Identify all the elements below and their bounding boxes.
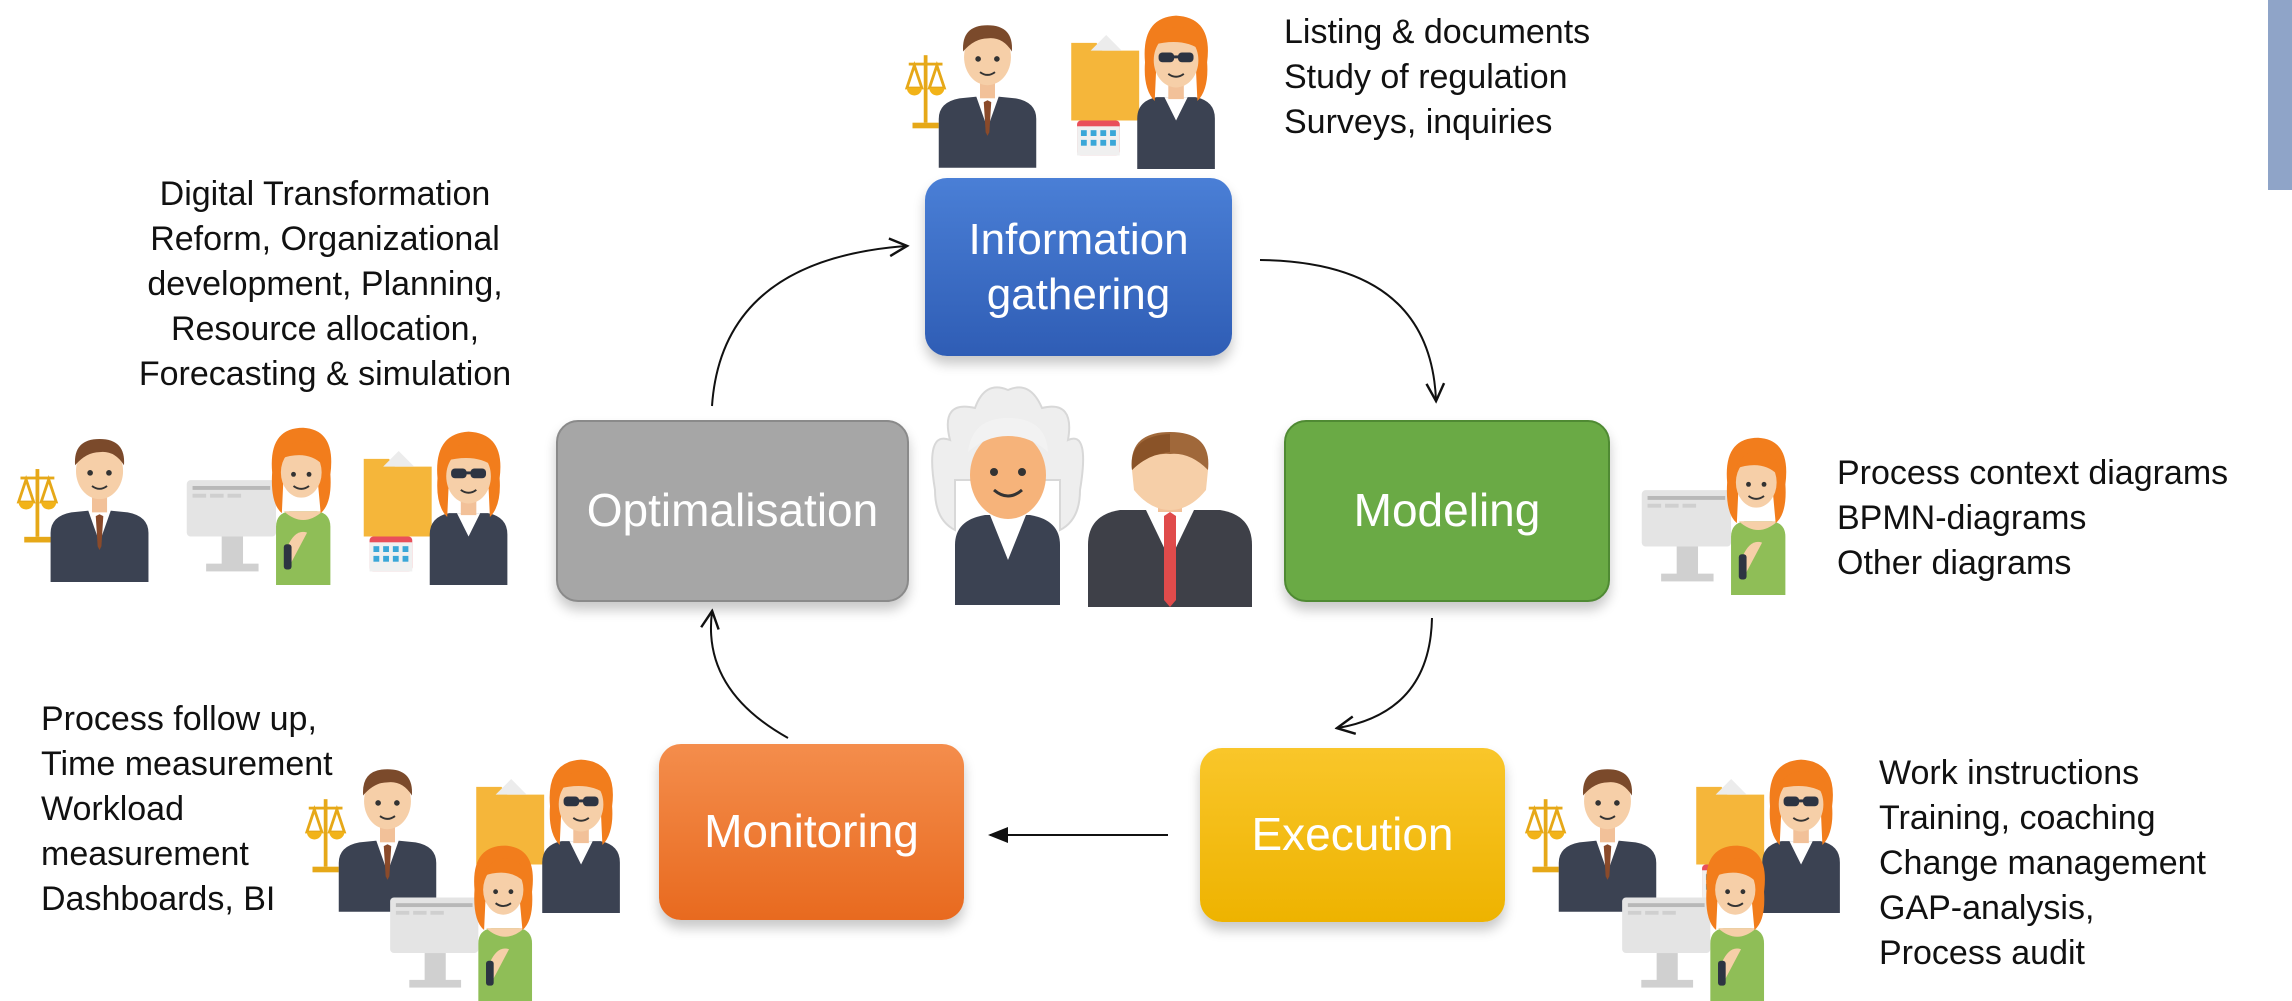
activity-item: Dashboards, BI (41, 880, 276, 918)
activity-item: Process follow up, (41, 700, 317, 738)
activity-item: measurement (41, 835, 249, 873)
activity-item: BPMN-diagrams (1837, 499, 2087, 537)
node-optimalisation[interactable]: Optimalisation (556, 420, 909, 602)
information-gathering-activities: Listing & documents Study of regulation … (1284, 10, 1590, 145)
activity-item: Reform, Organizational (150, 220, 500, 258)
optimalisation-activities: Digital Transformation Reform, Organizat… (110, 172, 540, 397)
execution-activities: Work instructions Training, coaching Cha… (1879, 751, 2206, 976)
arrow-optimalisation-to-gathering (711, 246, 906, 407)
activity-item: Time measurement (41, 745, 333, 783)
businessman-icon (1088, 432, 1252, 607)
activity-item: Digital Transformation (159, 175, 491, 213)
activity-item: Change management (1879, 844, 2207, 882)
node-modeling[interactable]: Modeling (1284, 420, 1610, 602)
activity-item: Resource allocation, (170, 310, 480, 348)
activity-item: GAP-analysis, (1879, 889, 2095, 927)
slide-accent-bar (2268, 0, 2292, 190)
arrow-gathering-to-modeling (1259, 259, 1436, 400)
activity-item: Process context diagrams (1837, 454, 2229, 492)
arrow-modeling-to-execution (1338, 617, 1433, 728)
activity-item: Work instructions (1879, 754, 2140, 792)
activity-item: Other diagrams (1837, 544, 2072, 582)
monitoring-activities: Process follow up, Time measurement Work… (41, 697, 333, 922)
node-execution[interactable]: Execution (1200, 748, 1505, 922)
activity-item: Listing & documents (1284, 13, 1591, 51)
activity-item: Process audit (1879, 934, 2085, 972)
activity-item: development, Planning, (147, 265, 503, 303)
activity-item: Training, coaching (1879, 799, 2156, 837)
arrow-monitoring-to-optimalisation (711, 612, 789, 739)
node-information-gathering[interactable]: Information gathering (925, 178, 1232, 356)
activity-item: Workload (41, 790, 184, 828)
judge-icon (931, 386, 1085, 605)
activity-item: Surveys, inquiries (1284, 103, 1553, 141)
modeling-activities: Process context diagrams BPMN-diagrams O… (1837, 451, 2228, 586)
activity-item: Study of regulation (1284, 58, 1568, 96)
activity-item: Forecasting & simulation (138, 355, 512, 393)
node-monitoring[interactable]: Monitoring (659, 744, 964, 920)
